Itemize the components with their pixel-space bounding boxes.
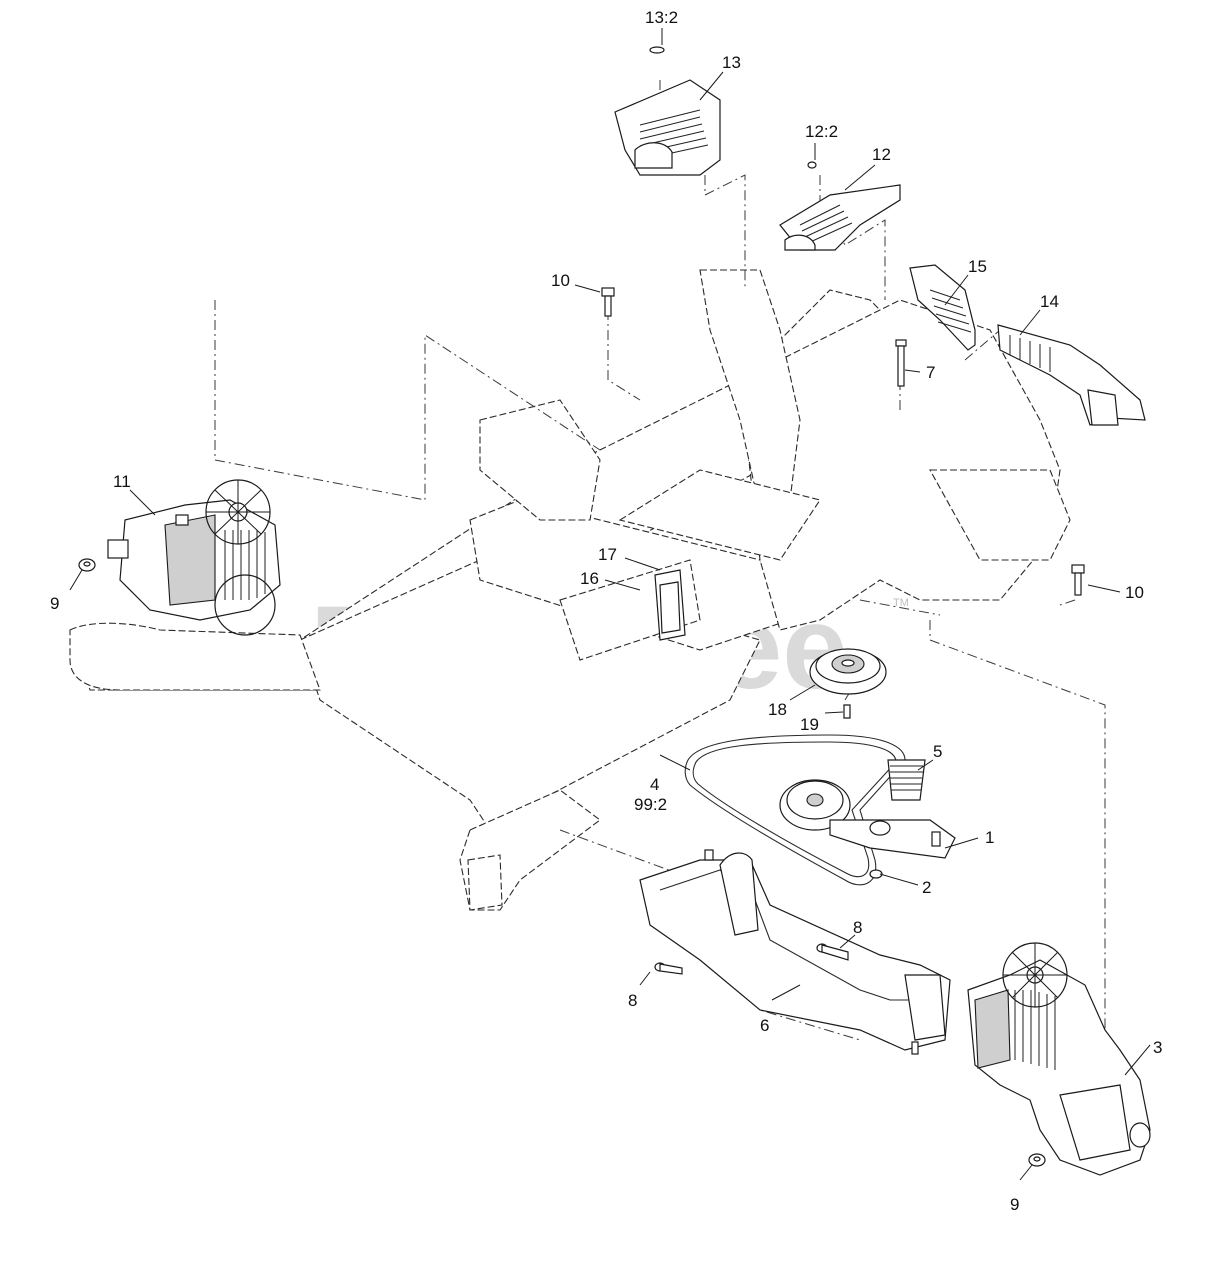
callout-8-left: 8 bbox=[628, 991, 637, 1010]
callout-5: 5 bbox=[933, 742, 942, 761]
callout-11: 11 bbox=[113, 472, 131, 491]
watermark-tm: TM bbox=[893, 597, 909, 609]
part-5-spring bbox=[887, 759, 926, 801]
callout-12: 12 bbox=[872, 145, 891, 164]
callout-19: 19 bbox=[800, 715, 819, 734]
callout-10-right: 10 bbox=[1125, 583, 1144, 602]
callout-9-left: 9 bbox=[50, 594, 59, 613]
callout-16: 16 bbox=[580, 569, 599, 588]
callout-9-bottom: 9 bbox=[1010, 1195, 1019, 1214]
callout-labels: 13:2 13 12:2 12 10 15 14 7 11 9 17 16 10… bbox=[50, 8, 1162, 1214]
bolt-10-top bbox=[601, 287, 615, 317]
callout-13-2: 13:2 bbox=[645, 8, 678, 27]
callout-14: 14 bbox=[1040, 292, 1059, 311]
bolt-7 bbox=[895, 339, 907, 387]
callout-12-2: 12:2 bbox=[805, 122, 838, 141]
callout-3: 3 bbox=[1153, 1038, 1162, 1057]
part-13-cover bbox=[614, 46, 721, 176]
part-1-idler-arm bbox=[779, 779, 956, 859]
nut-9-bottom bbox=[1028, 1153, 1046, 1167]
bolt-8-left bbox=[654, 962, 683, 975]
part-3-transmission-right bbox=[967, 942, 1151, 1176]
part-19-key bbox=[843, 704, 851, 719]
part-14-shroud bbox=[997, 324, 1146, 426]
leader-lines bbox=[69, 28, 1151, 1181]
part-18-pulley bbox=[809, 648, 887, 695]
callout-13: 13 bbox=[722, 53, 741, 72]
callout-18: 18 bbox=[768, 700, 787, 719]
part-16-17-plate bbox=[654, 569, 686, 641]
part-6-subframe bbox=[639, 849, 951, 1055]
callout-99-2: 99:2 bbox=[634, 795, 667, 814]
part-12-cover bbox=[779, 161, 901, 251]
nut-9-left bbox=[78, 558, 96, 572]
callout-4: 4 bbox=[650, 775, 659, 794]
part-2-bolt bbox=[869, 869, 883, 879]
callout-8-right: 8 bbox=[853, 918, 862, 937]
callout-15: 15 bbox=[968, 257, 987, 276]
bolt-8-right bbox=[816, 943, 849, 961]
callout-7: 7 bbox=[926, 363, 935, 382]
bolt-10-right bbox=[1071, 564, 1085, 596]
callout-10-top: 10 bbox=[551, 271, 570, 290]
callout-2: 2 bbox=[922, 878, 931, 897]
callout-6: 6 bbox=[760, 1016, 769, 1035]
callout-17: 17 bbox=[598, 545, 617, 564]
part-4-belt bbox=[684, 734, 906, 886]
callout-1: 1 bbox=[985, 828, 994, 847]
part-11-transmission-left bbox=[107, 479, 281, 636]
